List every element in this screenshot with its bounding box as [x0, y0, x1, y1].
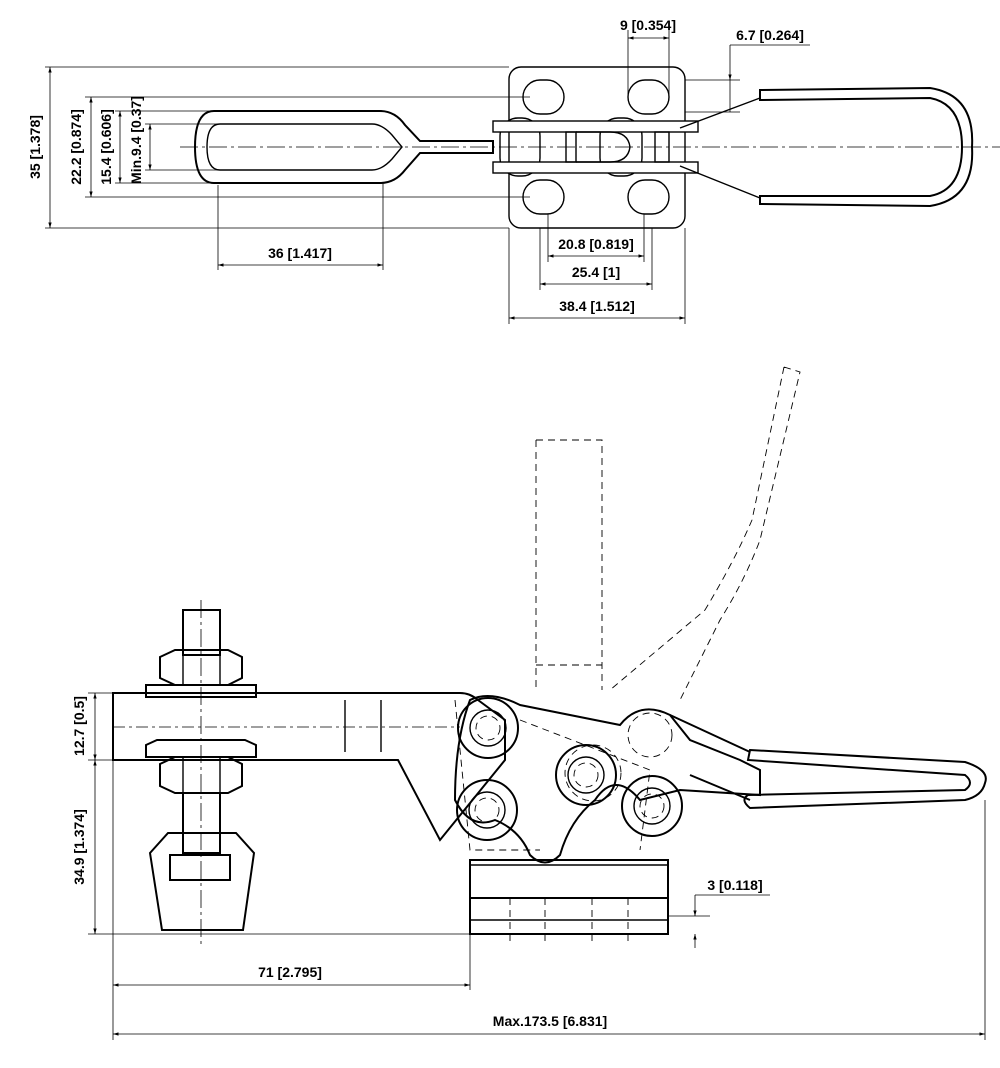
dim-base-width: 38.4 [1.512] [559, 298, 635, 314]
side-clamp-arm [112, 692, 506, 842]
top-dimensions: 35 [1.378] 22.2 [0.874] 15.4 [0.606] Min… [27, 17, 810, 324]
top-handle-grip [759, 86, 974, 208]
dim-hole-pitch-y: 22.2 [0.874] [68, 109, 84, 185]
side-view: 12.7 [0.5] 34.9 [1.374] 3 [0.118] 71 [2.… [71, 366, 987, 1040]
open-position-ghost [454, 366, 801, 851]
dim-hole-pitch-inner: 20.8 [0.819] [558, 236, 634, 252]
side-dimensions: 12.7 [0.5] 34.9 [1.374] 3 [0.118] 71 [2.… [71, 692, 986, 1040]
dim-base-height-total: 35 [1.378] [27, 115, 43, 179]
dim-arm-thickness: 12.7 [0.5] [71, 696, 87, 756]
side-handle-grip [743, 748, 987, 810]
side-spindle [145, 600, 257, 945]
side-linkage [453, 695, 761, 864]
top-handle-arm [679, 97, 761, 199]
dim-hole-pitch-outer: 25.4 [1] [572, 264, 620, 280]
dim-base-plate-thickness: 3 [0.118] [707, 877, 762, 893]
top-base-plate [508, 66, 686, 229]
top-slotted-arm [193, 110, 494, 184]
dim-spindle-height: 34.9 [1.374] [71, 809, 87, 885]
dim-reach: 71 [2.795] [258, 964, 322, 980]
pivot-pins [456, 697, 683, 841]
dim-overall-length: Max.173.5 [6.831] [493, 1013, 607, 1029]
dim-top-hole-pitch-x: 9 [0.354] [620, 17, 676, 33]
top-view: 35 [1.378] 22.2 [0.874] 15.4 [0.606] Min… [27, 17, 1000, 324]
dim-top-arm-offset: 6.7 [0.264] [736, 27, 804, 43]
side-handle-arm [669, 714, 751, 801]
dim-slot-length: 36 [1.417] [268, 245, 332, 261]
dim-slot-min: Min.9.4 [0.37] [128, 96, 144, 184]
side-base [469, 859, 669, 945]
top-mounting-slots [499, 79, 670, 215]
dim-slot-outer: 15.4 [0.606] [98, 109, 114, 185]
top-pin-bars [492, 120, 699, 174]
